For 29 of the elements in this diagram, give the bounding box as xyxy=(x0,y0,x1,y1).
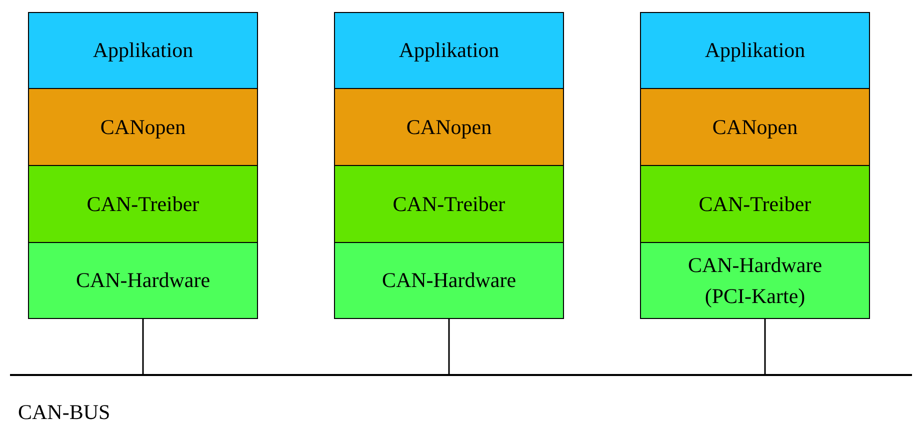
layer-box xyxy=(334,165,564,243)
layer-box xyxy=(640,165,870,243)
layer-box xyxy=(28,242,258,319)
layer-label: CANopen xyxy=(406,114,492,140)
bus-line xyxy=(10,374,912,420)
connector-line xyxy=(764,319,766,374)
connector-line xyxy=(448,319,450,374)
layer-box xyxy=(28,12,258,89)
layer-box xyxy=(640,12,870,89)
layer-label: CAN-Treiber xyxy=(86,190,200,218)
bus-label: CAN-BUS xyxy=(18,400,110,421)
layer-label: Applikation xyxy=(92,37,194,64)
layer-label: CANopen xyxy=(100,114,186,140)
layer-label: CAN-Treiber xyxy=(698,190,812,218)
layer-box xyxy=(640,242,870,319)
layer-label: CANopen xyxy=(712,114,798,140)
layer-label: CAN-Hardware xyxy=(76,267,210,294)
layer-box xyxy=(334,12,564,89)
connector-line xyxy=(142,319,144,374)
layer-label: CAN-Treiber xyxy=(392,190,506,218)
layer-label: Applikation xyxy=(398,37,500,64)
layer-box xyxy=(334,88,564,166)
layer-box xyxy=(334,242,564,319)
layer-box xyxy=(28,165,258,243)
layer-box xyxy=(640,88,870,166)
layer-label: CAN-Hardware xyxy=(382,267,516,294)
layer-label: CAN-Hardware (PCI-Karte) xyxy=(686,252,824,310)
layer-label: Applikation xyxy=(704,37,806,64)
layer-box xyxy=(28,88,258,166)
